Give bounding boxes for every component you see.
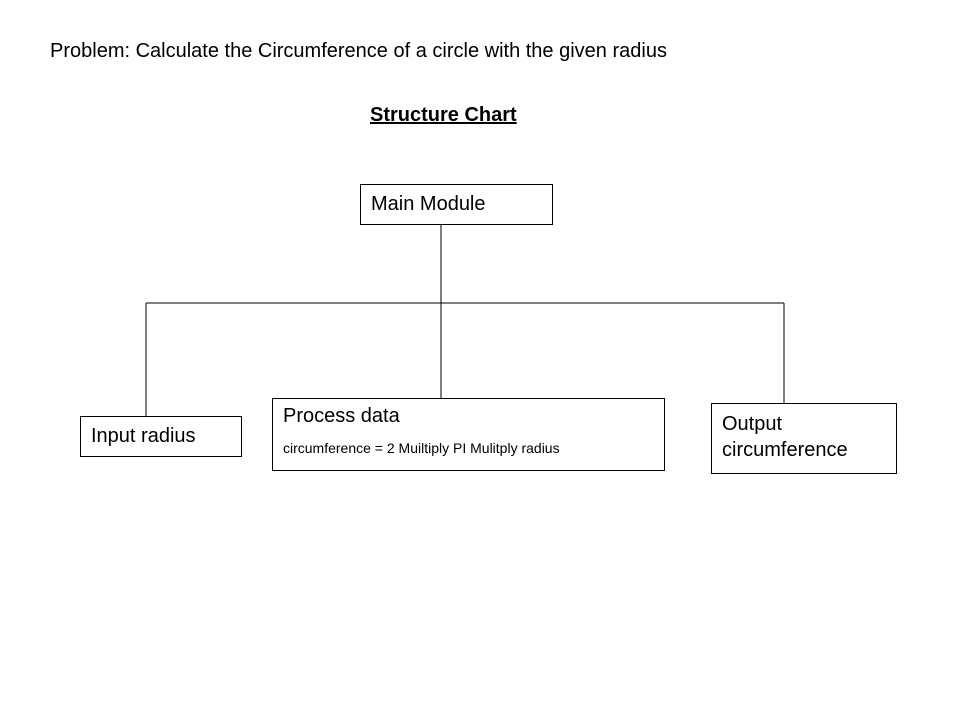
problem-statement: Problem: Calculate the Circumference of …	[50, 40, 667, 62]
output-circumference-box: Output circumference	[711, 403, 897, 474]
process-formula: circumference = 2 Muiltiply PI Mulitply …	[283, 440, 560, 456]
input-radius-box: Input radius	[80, 416, 242, 457]
output-circumference-label: Output circumference	[722, 413, 848, 461]
input-radius-label: Input radius	[91, 425, 196, 447]
main-module-label: Main Module	[371, 193, 486, 215]
structure-chart-title: Structure Chart	[370, 104, 517, 126]
process-data-box: Process data circumference = 2 Muiltiply…	[272, 398, 665, 471]
process-data-label: Process data	[283, 405, 400, 427]
main-module-box: Main Module	[360, 184, 553, 225]
